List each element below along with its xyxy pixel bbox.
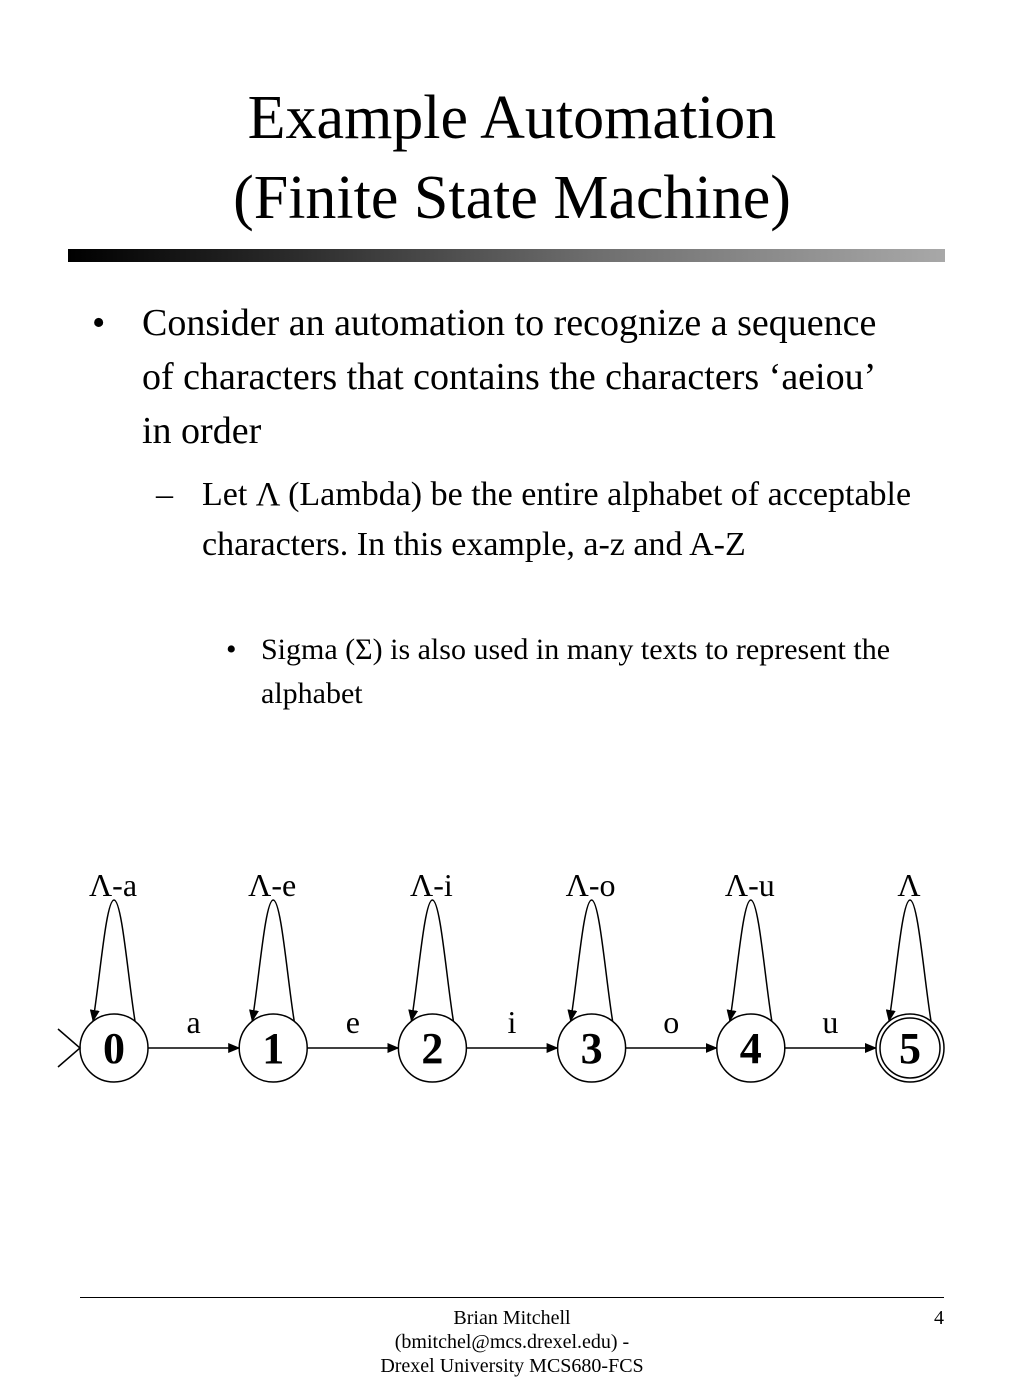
bullet-text: Sigma (Σ) is also used in many texts to … [261, 633, 891, 710]
finite-state-machine-diagram: a e i o u Λ-a 0 Λ-e 1 Λ-i 2 Λ-o 3 Λ-u 4 Λ 5 [57, 867, 945, 1083]
accepting-state-ring [879, 1017, 941, 1079]
slide-title: Example Automation (Finite State Machine… [0, 78, 1024, 238]
state-label: 3 [581, 1024, 603, 1073]
slide-title-line-1: Example Automation [247, 84, 777, 152]
bullet-text: Consider an automation to recognize a se… [142, 302, 877, 452]
transition-label: i [508, 1004, 517, 1040]
bullet-marker: • [92, 302, 106, 344]
self-loop-label: Λ-e [248, 867, 296, 903]
transition-label: u [822, 1004, 838, 1040]
transition-label: e [346, 1004, 360, 1040]
self-loop-arrow [567, 899, 614, 1022]
state-circle [397, 1013, 468, 1083]
bullet-level-2: – Let Λ (Lambda) be the entire alphabet … [156, 470, 942, 570]
start-state-indicator [57, 1028, 82, 1068]
state-label: 5 [899, 1024, 921, 1073]
self-loop-arrow [249, 899, 295, 1022]
footer-divider [80, 1297, 944, 1298]
state-circle [556, 1013, 627, 1083]
self-loop-arrow [408, 899, 455, 1022]
self-loop-arrow [885, 899, 932, 1022]
transition-label: o [663, 1004, 679, 1040]
state-label: 0 [103, 1024, 125, 1073]
state-label: 4 [740, 1024, 762, 1073]
self-loop-label: Λ-a [89, 867, 137, 903]
title-underline-bar [68, 249, 945, 262]
slide-title-line-2: (Finite State Machine) [233, 164, 791, 232]
self-loop-label: Λ-o [566, 867, 616, 903]
dash-marker: – [156, 476, 173, 513]
state-circle [875, 1013, 945, 1083]
footer-author: Brian Mitchell (bmitchel@mcs.drexel.edu)… [312, 1306, 712, 1378]
self-loop-arrow [726, 899, 773, 1022]
footer-author-email: (bmitchel@mcs.drexel.edu) - [394, 1331, 630, 1353]
self-loop-arrow [89, 899, 136, 1022]
transition-label: a [186, 1004, 200, 1040]
state-circle [716, 1013, 786, 1083]
state-label: 2 [421, 1024, 443, 1073]
bullet-level-1: • Consider an automation to recognize a … [92, 296, 902, 458]
bullet-text: Let Λ (Lambda) be the entire alphabet of… [202, 476, 912, 563]
bullet-marker: • [226, 633, 237, 666]
bullet-level-3: • Sigma (Σ) is also used in many texts t… [226, 628, 901, 716]
footer-author-name: Brian Mitchell [453, 1307, 571, 1329]
footer-institution: Drexel University MCS680-FCS [380, 1355, 644, 1377]
state-circle [238, 1013, 308, 1083]
self-loop-label: Λ [897, 867, 920, 903]
state-label: 1 [262, 1024, 284, 1073]
page-number: 4 [934, 1307, 944, 1329]
self-loop-label: Λ-i [410, 867, 453, 903]
self-loop-label: Λ-u [725, 867, 775, 903]
